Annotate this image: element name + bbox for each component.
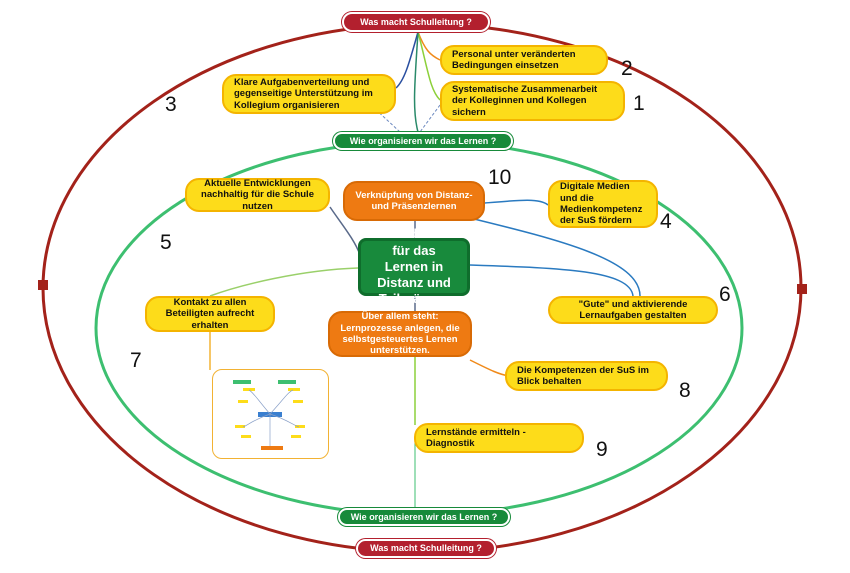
node-systematische[interactable]: Systematische Zusammenarbeit der Kollegi… bbox=[440, 81, 625, 121]
inner-label-top[interactable]: Wie organisieren wir das Lernen ? bbox=[333, 132, 513, 150]
node-ueber-allem[interactable]: Über allem steht: Lernprozesse anlegen, … bbox=[328, 311, 472, 357]
number-4: 4 bbox=[660, 210, 672, 233]
number-10: 10 bbox=[488, 166, 512, 189]
inner-label-bottom[interactable]: Wie organisieren wir das Lernen ? bbox=[338, 508, 510, 526]
number-5: 5 bbox=[160, 231, 172, 254]
node-personal[interactable]: Personal unter veränderten Bedingungen e… bbox=[440, 45, 608, 75]
number-8: 8 bbox=[679, 379, 691, 402]
node-kontakt[interactable]: Kontakt zu allen Beteiligten aufrecht er… bbox=[145, 296, 275, 332]
node-aktuelle[interactable]: Aktuelle Entwicklungen nachhaltig für di… bbox=[185, 178, 330, 212]
number-6: 6 bbox=[719, 283, 731, 306]
left-ring-handle[interactable] bbox=[38, 280, 48, 290]
thumbnail-graphic bbox=[233, 380, 305, 450]
number-9: 9 bbox=[596, 438, 608, 461]
node-verknuepfung[interactable]: Verknüpfung von Distanz- und Präsenzlern… bbox=[343, 181, 485, 221]
node-lernstaende[interactable]: Lernstände ermitteln - Diagnostik bbox=[414, 423, 584, 453]
outer-label-top[interactable]: Was macht Schulleitung ? bbox=[342, 12, 490, 32]
mindmap-thumbnail-icon bbox=[212, 369, 329, 459]
center-node[interactable]: Grundsätze für das Lernen in Distanz und… bbox=[358, 226, 470, 306]
node-kompetenzen[interactable]: Die Kompetenzen der SuS im Blick behalte… bbox=[505, 361, 668, 391]
node-gute[interactable]: "Gute" und aktivierende Lernaufgaben ges… bbox=[548, 296, 718, 324]
right-ring-handle[interactable] bbox=[797, 284, 807, 294]
number-2: 2 bbox=[621, 57, 633, 80]
number-3: 3 bbox=[165, 93, 177, 116]
node-klare[interactable]: Klare Aufgabenverteilung und gegenseitig… bbox=[222, 74, 396, 114]
number-1: 1 bbox=[633, 92, 645, 115]
outer-label-bottom[interactable]: Was macht Schulleitung ? bbox=[356, 539, 496, 558]
number-7: 7 bbox=[130, 349, 142, 372]
node-digitale[interactable]: Digitale Medien und die Medienkompetenz … bbox=[548, 180, 658, 228]
